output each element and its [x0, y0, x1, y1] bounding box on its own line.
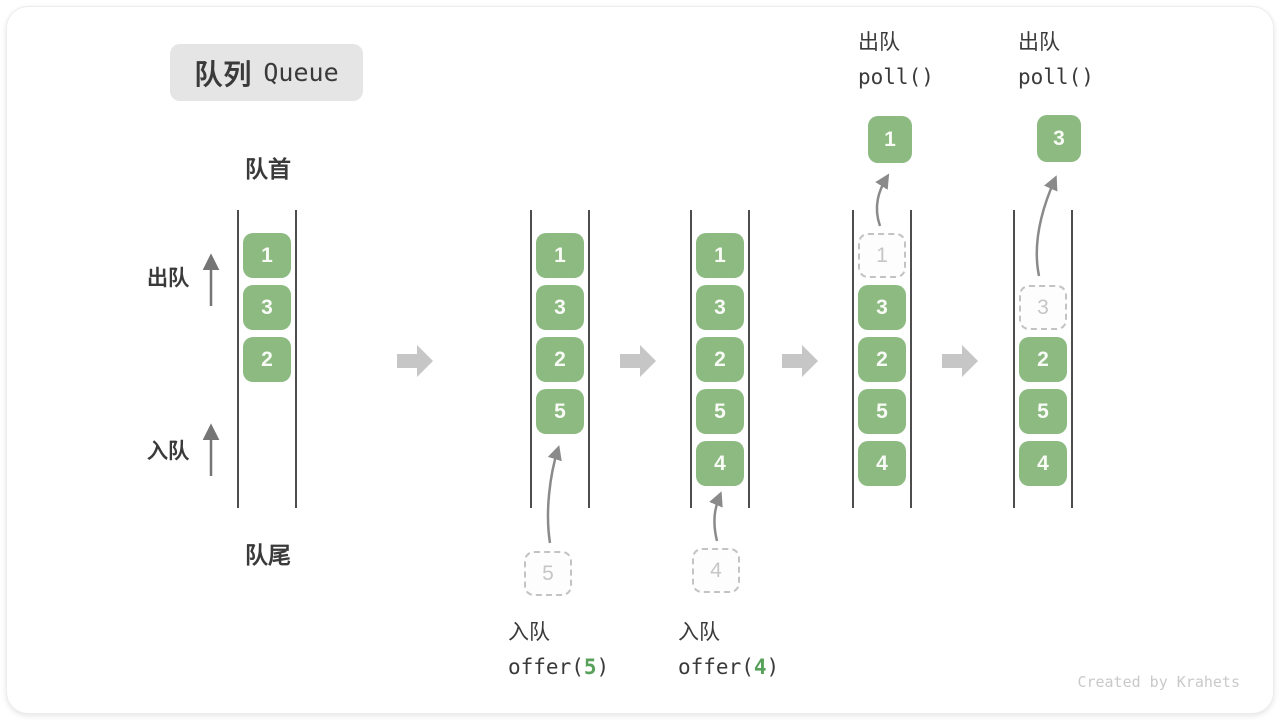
pending-value-cell: 4	[692, 548, 740, 593]
popped-value-cell: 1	[868, 116, 912, 163]
pending-value-cell: 5	[524, 551, 572, 596]
queue-cell-ghost: 3	[1019, 285, 1067, 330]
operation-code-arg: 5	[583, 655, 597, 679]
queue-cell: 2	[858, 337, 906, 382]
operation-label: 出队 poll()	[858, 26, 934, 94]
queue-cell: 4	[696, 441, 744, 486]
queue-column-state-2: 1 3 2 5	[530, 210, 590, 508]
queue-cell: 4	[1019, 441, 1067, 486]
queue-cell: 2	[1019, 337, 1067, 382]
label-enqueue: 入队	[147, 440, 189, 463]
operation-code: offer(5)	[508, 650, 609, 684]
queue-cell: 4	[858, 441, 906, 486]
operation-code-text: )	[766, 655, 780, 679]
operation-code-text: offer(	[508, 655, 584, 679]
title-badge: 队列 Queue	[170, 44, 363, 101]
popped-value-cell: 3	[1037, 115, 1081, 162]
operation-action: 出队	[1018, 31, 1060, 54]
queue-cell: 1	[696, 233, 744, 278]
queue-column-state-4: 1 3 2 5 4	[852, 210, 912, 508]
queue-cell: 2	[243, 337, 291, 382]
operation-code: poll()	[1018, 60, 1094, 94]
watermark: Created by Krahets	[1077, 673, 1240, 691]
queue-cell-ghost: 1	[858, 233, 906, 278]
queue-column-state-3: 1 3 2 5 4	[690, 210, 750, 508]
operation-code-text: offer(	[678, 655, 754, 679]
operation-label: 出队 poll()	[1018, 26, 1094, 94]
queue-cell: 1	[243, 233, 291, 278]
operation-code-text: )	[596, 655, 610, 679]
queue-cell: 5	[536, 389, 584, 434]
queue-cell: 2	[696, 337, 744, 382]
operation-label: 入队 offer(5)	[508, 616, 609, 684]
operation-action: 入队	[678, 621, 720, 644]
queue-column-state-1: 1 3 2	[237, 210, 297, 508]
operation-action: 入队	[508, 621, 550, 644]
operation-code: offer(4)	[678, 650, 779, 684]
title-zh: 队列	[194, 58, 253, 90]
queue-cell: 5	[1019, 389, 1067, 434]
operation-code-arg: 4	[753, 655, 767, 679]
operation-label: 入队 offer(4)	[678, 616, 779, 684]
operation-code: poll()	[858, 60, 934, 94]
queue-column-state-5: 3 2 5 4	[1013, 210, 1073, 508]
queue-cell: 5	[696, 389, 744, 434]
queue-cell: 5	[858, 389, 906, 434]
label-queue-rear: 队尾	[245, 542, 291, 568]
queue-cell: 3	[696, 285, 744, 330]
label-dequeue: 出队	[147, 267, 189, 290]
diagram-card	[6, 6, 1274, 714]
queue-cell: 3	[858, 285, 906, 330]
queue-cell: 3	[536, 285, 584, 330]
operation-code-text: poll()	[1018, 65, 1094, 89]
queue-cell: 2	[536, 337, 584, 382]
queue-cell: 3	[243, 285, 291, 330]
queue-cell: 1	[536, 233, 584, 278]
label-queue-front: 队首	[245, 156, 291, 182]
operation-code-text: poll()	[858, 65, 934, 89]
title-en: Queue	[263, 58, 339, 87]
operation-action: 出队	[858, 31, 900, 54]
